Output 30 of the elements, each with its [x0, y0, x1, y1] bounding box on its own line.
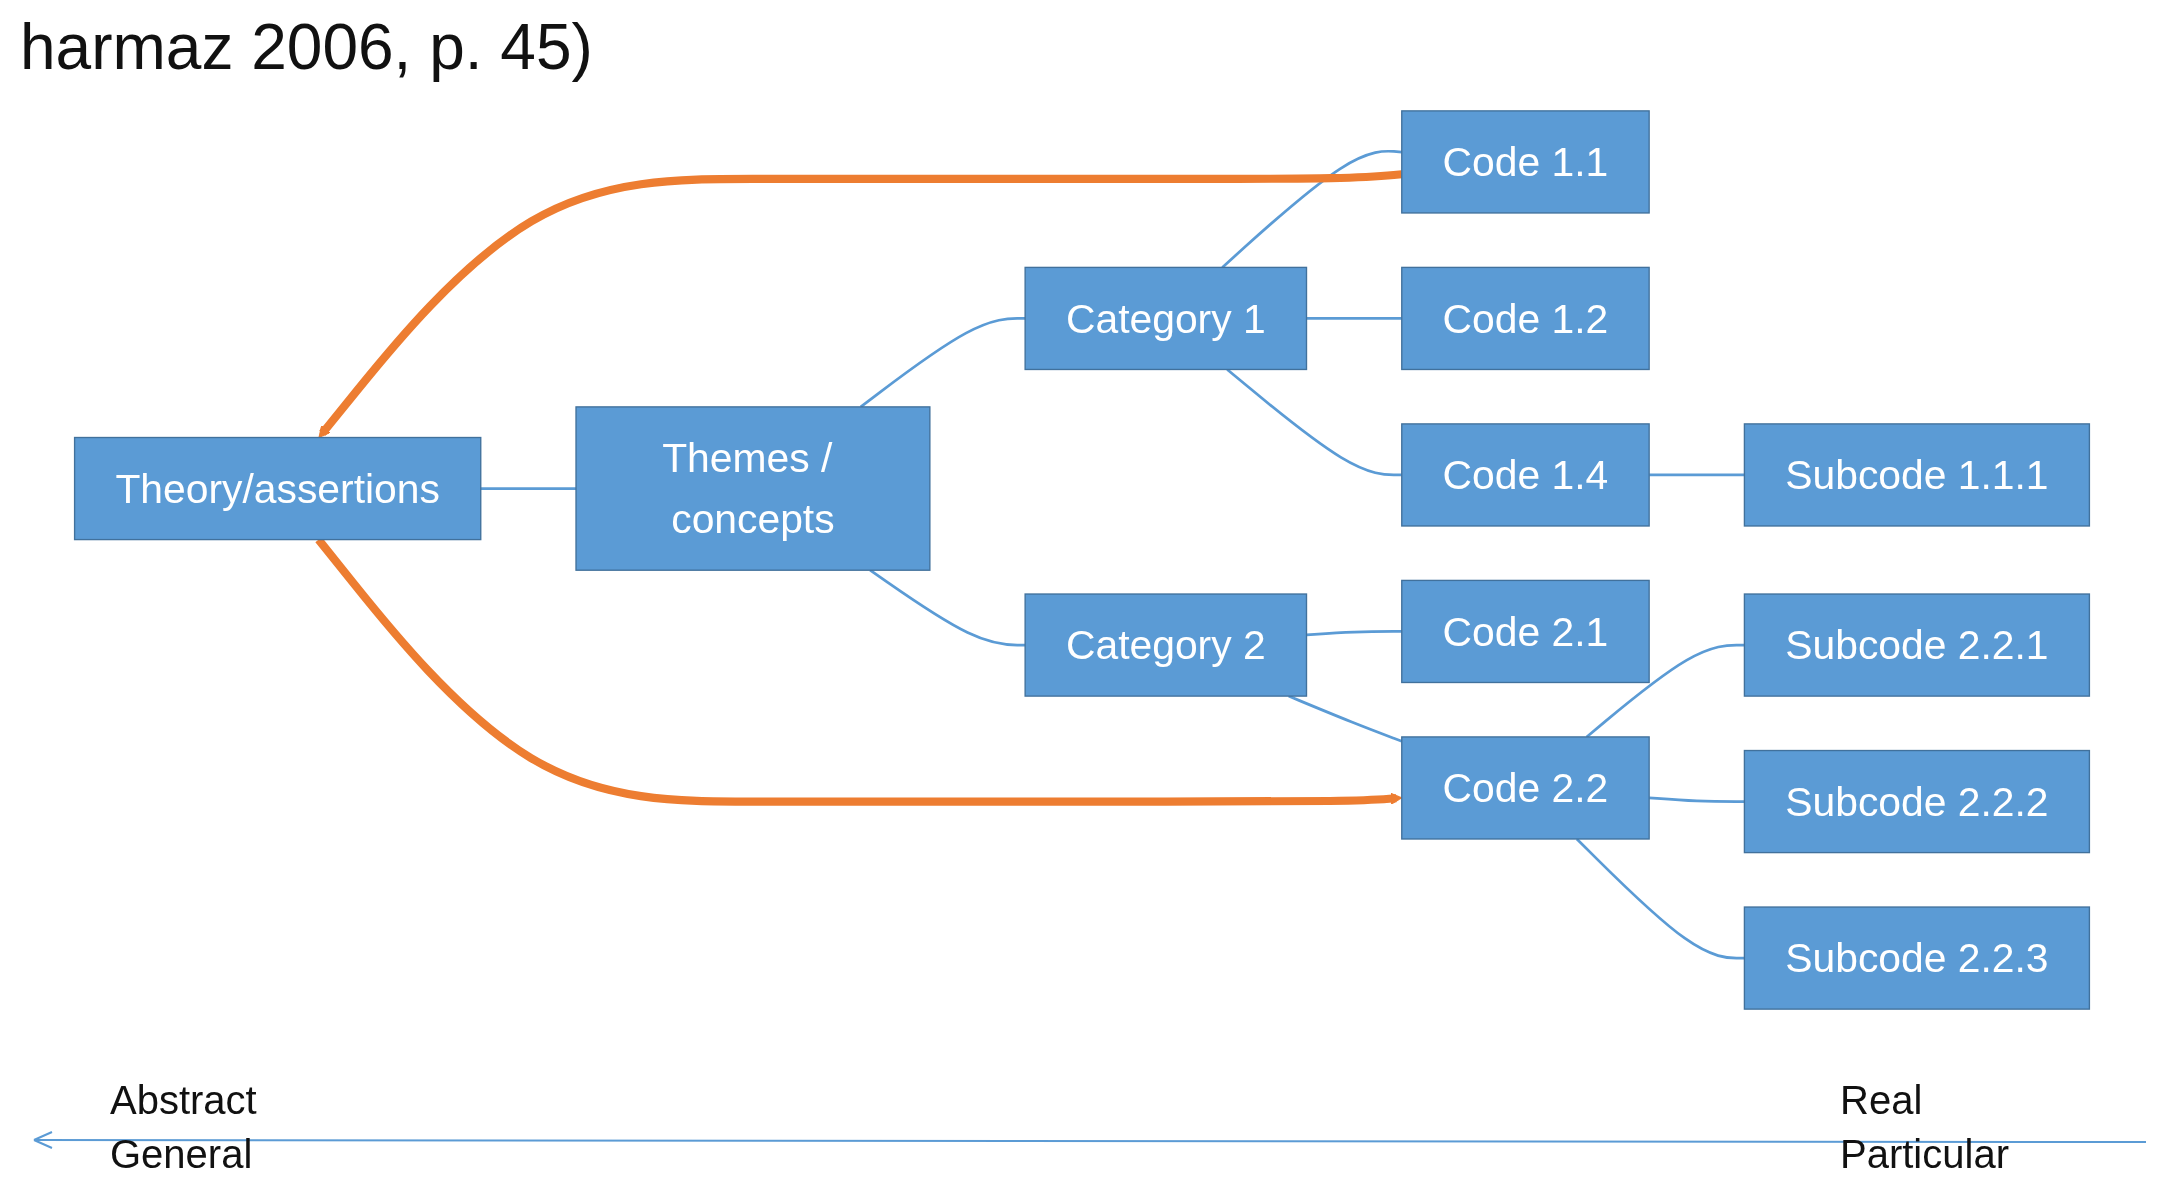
node-box [1401, 266, 1650, 371]
axis-label: Particular [1840, 1132, 2009, 1177]
title: harmaz 2006, p. 45) [20, 10, 593, 84]
connector [869, 569, 1026, 647]
connector [1575, 838, 1745, 960]
node-box [1024, 593, 1308, 697]
node-box [1743, 749, 2091, 854]
node-box [1024, 266, 1308, 371]
axis-label: General [110, 1132, 253, 1177]
node-box [1401, 423, 1650, 527]
axis-label: Abstract [110, 1078, 257, 1123]
node-box [1401, 736, 1650, 840]
connector [859, 317, 1026, 408]
axis-label: Real [1840, 1078, 1923, 1123]
node-box [1401, 579, 1650, 684]
flowchart-drawing: Theory/assertions Themes / concepts Category 1 Category 2 Code 1.1 Code 1.2 Code 1.4 Code 2.1 Code 2.2 Subcode 1.1.1 Subcode 2.2.1 Subcode 2.2.2 Subcode 2.2.3 [20, 100, 2144, 1020]
node-box [575, 406, 931, 571]
node-box [1743, 423, 2091, 527]
connector [480, 487, 576, 490]
connector [1306, 630, 1402, 637]
connector [1649, 473, 1745, 477]
connector [1306, 317, 1402, 320]
connector [1585, 643, 1745, 738]
node-box [1401, 110, 1650, 214]
connector [1226, 368, 1402, 477]
connector [1649, 796, 1745, 803]
node-box [1743, 593, 2091, 697]
node-box [1743, 906, 2091, 1010]
connector [1221, 149, 1402, 269]
node-box [73, 436, 482, 541]
